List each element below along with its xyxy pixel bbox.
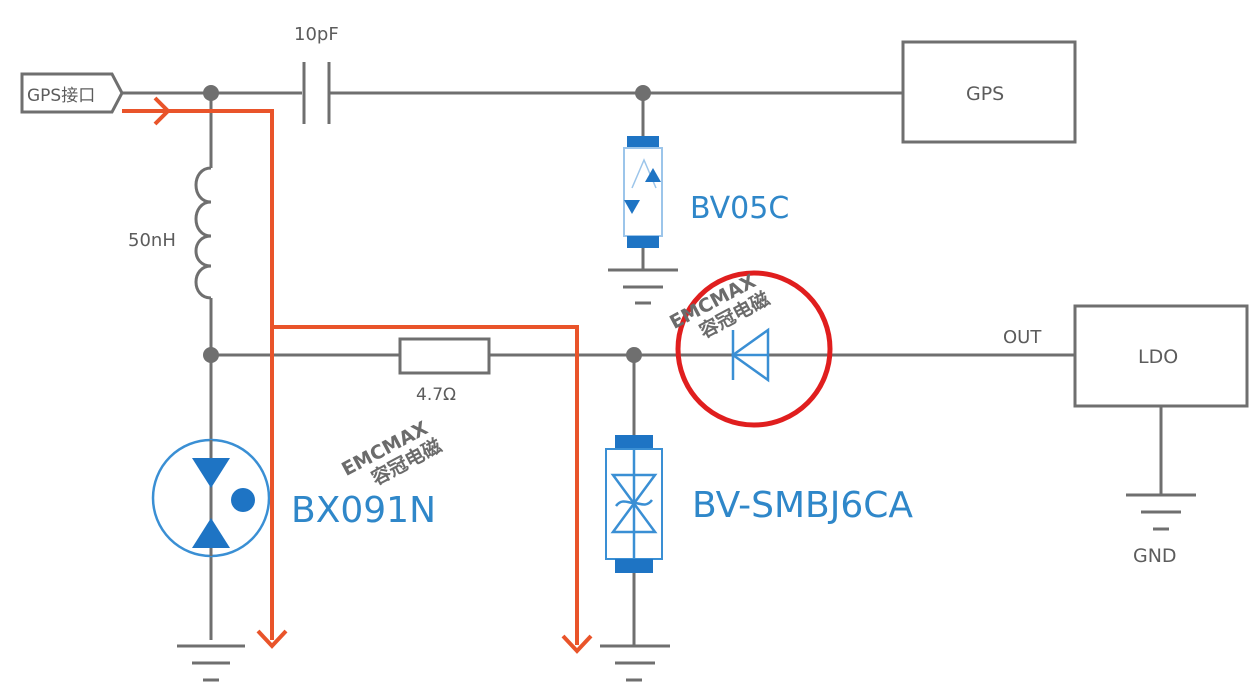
- inductor-label: 50nH: [128, 230, 176, 251]
- tvs-zener-bar: [615, 499, 653, 507]
- esd-device-bv05c: BV05C: [623, 136, 789, 248]
- current-path-main: [122, 109, 274, 640]
- connector-label: GPS接口: [27, 86, 95, 106]
- current-arrow-down-icon: [561, 634, 593, 654]
- gps-connector: GPS接口: [20, 72, 124, 114]
- capacitor-10pf: 10pF: [294, 24, 339, 124]
- gdt-electrode-bottom: [192, 518, 230, 548]
- resistor-4-7-ohm: 4.7Ω: [398, 337, 491, 405]
- gps-block-label: GPS: [966, 83, 1004, 105]
- current-arrow-down-icon: [256, 629, 288, 649]
- esd-diode-down: [624, 200, 640, 214]
- out-label: OUT: [1003, 327, 1042, 348]
- current-path-branch: [272, 325, 579, 645]
- current-arrow-right-icon: [153, 96, 171, 126]
- gdt-part-label: BX091N: [291, 490, 436, 531]
- gps-block-box: [901, 40, 1077, 144]
- tvs-bidirectional-triangles: [610, 473, 658, 534]
- ground-symbol: [600, 644, 670, 682]
- tvs-diode-bv-smbj6ca: BV-SMBJ6CA: [605, 435, 913, 573]
- inductor-coil: [194, 166, 212, 300]
- ldo-block-label: LDO: [1138, 346, 1178, 368]
- esd-diode-up: [645, 168, 661, 182]
- tvs-part-label: BV-SMBJ6CA: [692, 485, 913, 526]
- esd-pad-bottom: [627, 236, 659, 248]
- capacitor-label: 10pF: [294, 24, 339, 45]
- gnd-label: GND: [1133, 545, 1177, 567]
- highlight-circle: [675, 270, 833, 428]
- tvs-pad-top: [615, 435, 653, 449]
- ground-symbol: [1126, 493, 1196, 531]
- tvs-pad-bottom: [615, 559, 653, 573]
- ground-symbol: [177, 644, 245, 682]
- gdt-gas-dot: [231, 488, 255, 512]
- ground-symbol: [608, 268, 678, 305]
- gps-block: GPS: [901, 40, 1077, 144]
- resistor-label: 4.7Ω: [416, 385, 456, 405]
- gdt-electrode-top: [192, 458, 230, 488]
- series-diode: [730, 327, 770, 383]
- inductor-50nh: 50nH: [128, 93, 213, 355]
- connector-shape: [20, 72, 124, 114]
- gas-discharge-tube-bx091n: BX091N: [151, 438, 436, 558]
- esd-part-label: BV05C: [690, 191, 789, 226]
- ldo-block-box: [1073, 304, 1249, 408]
- ldo-block: LDO: [1073, 304, 1249, 408]
- esd-pad-top: [627, 136, 659, 148]
- surge-current-path: [122, 96, 593, 654]
- watermark: EMCMAX 容冠电磁: [338, 417, 445, 490]
- resistor-body: [398, 337, 491, 375]
